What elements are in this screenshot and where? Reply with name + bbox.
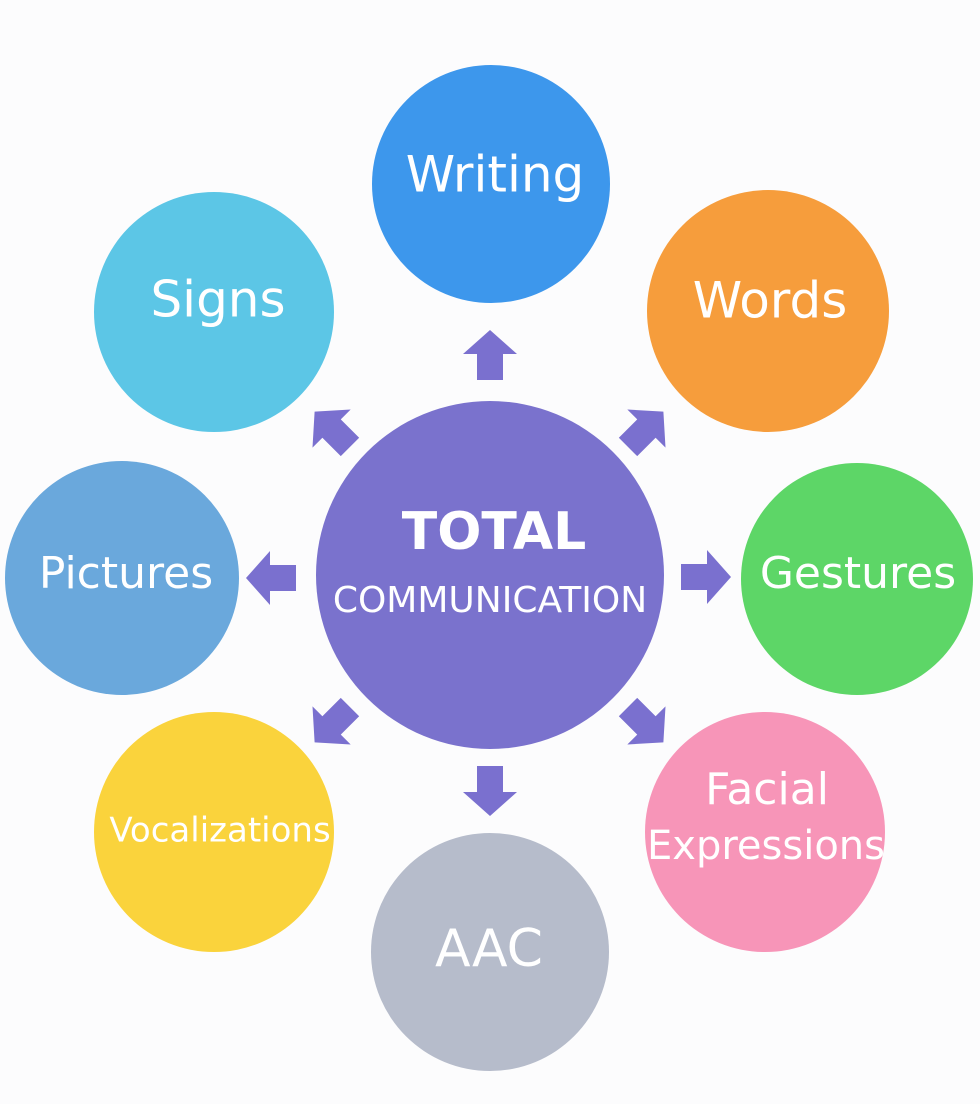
center-node: TOTAL COMMUNICATION xyxy=(316,401,664,749)
center-title: TOTAL xyxy=(402,502,587,562)
node-gestures-circle xyxy=(741,463,973,695)
arrow-to-words xyxy=(618,409,666,457)
node-words: Words xyxy=(647,190,889,432)
arrow-to-facial-expressions xyxy=(618,697,666,745)
arrow-to-gestures xyxy=(681,550,731,604)
node-writing-circle xyxy=(372,65,610,303)
arrow-to-signs xyxy=(312,409,360,457)
center-subtitle: COMMUNICATION xyxy=(333,580,647,621)
node-pictures-label: Pictures xyxy=(39,548,213,599)
node-gestures: Gestures xyxy=(741,463,973,695)
center-circle xyxy=(316,401,664,749)
arrow-to-aac xyxy=(463,766,517,816)
node-vocalizations-label: Vocalizations xyxy=(109,811,330,851)
node-writing-label: Writing xyxy=(406,146,585,204)
node-aac-label: AAC xyxy=(435,919,543,979)
node-vocalizations-circle xyxy=(94,712,334,952)
node-pictures: Pictures xyxy=(5,461,239,695)
arrows-group xyxy=(246,330,731,816)
arrow-to-writing xyxy=(463,330,517,380)
node-signs-label: Signs xyxy=(150,271,285,329)
node-signs: Signs xyxy=(94,192,334,432)
node-gestures-label: Gestures xyxy=(760,548,956,599)
node-aac: AAC xyxy=(371,833,609,1071)
node-pictures-circle xyxy=(5,461,239,695)
node-facial-expressions-label-line2: Expressions xyxy=(647,823,885,869)
node-words-label: Words xyxy=(693,272,848,330)
node-facial-expressions-circle xyxy=(645,712,885,952)
node-facial-expressions: Facial Expressions xyxy=(645,712,885,952)
node-writing: Writing xyxy=(372,65,610,303)
node-signs-circle xyxy=(94,192,334,432)
arrow-to-pictures xyxy=(246,551,296,605)
node-vocalizations: Vocalizations xyxy=(94,712,334,952)
node-aac-circle xyxy=(371,833,609,1071)
arrow-to-vocalizations xyxy=(312,697,360,745)
node-facial-expressions-label-line1: Facial xyxy=(705,764,829,815)
node-words-circle xyxy=(647,190,889,432)
